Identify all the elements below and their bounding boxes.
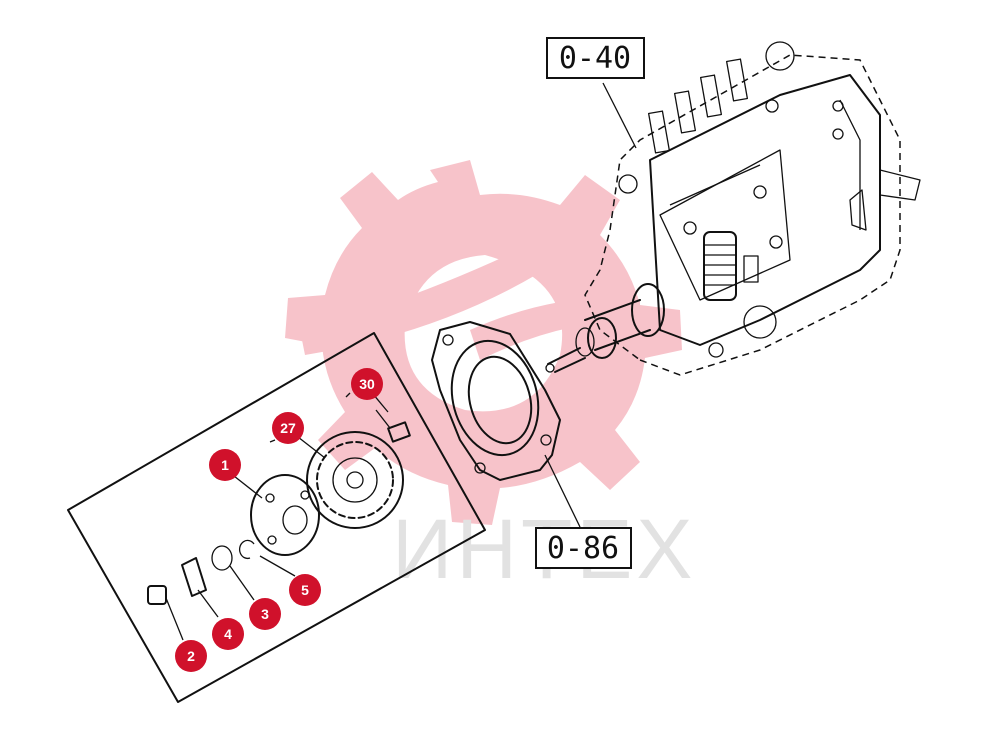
ref-label-0-86: 0-86	[535, 527, 632, 569]
bolt-30-drawing	[375, 409, 411, 443]
governor-spring	[703, 231, 759, 301]
watermark-swoosh	[300, 230, 575, 355]
callout-3[interactable]: 3	[249, 598, 281, 630]
callout-27-text: 27	[280, 420, 296, 436]
leader-lines	[165, 82, 637, 641]
watermark-swoosh-2	[470, 298, 640, 360]
ref-label-0-40-text: 0-40	[559, 41, 631, 76]
callout-3-text: 3	[261, 606, 269, 622]
watermark-gear-icon	[285, 160, 682, 525]
callout-1-text: 1	[221, 457, 229, 473]
hub-1-drawing	[250, 474, 320, 556]
callout-4-text: 4	[224, 626, 232, 642]
callout-5-text: 5	[301, 582, 309, 598]
gear-27-drawing	[306, 431, 404, 529]
callout-2-text: 2	[187, 648, 195, 664]
small-parts-drawing	[147, 539, 255, 605]
drive-flange-drawing	[431, 321, 561, 481]
pump-camshaft	[545, 283, 665, 373]
callout-5[interactable]: 5	[289, 574, 321, 606]
watermark-gear-logo: ИНТЕХ	[285, 160, 692, 596]
ref-label-0-40: 0-40	[546, 37, 645, 79]
callout-30-text: 30	[359, 376, 375, 392]
callout-1[interactable]: 1	[209, 449, 241, 481]
ref-label-0-86-text: 0-86	[547, 531, 619, 566]
callout-4[interactable]: 4	[212, 618, 244, 650]
delivery-valve-fittings	[647, 41, 795, 154]
injection-pump-drawing	[545, 41, 921, 376]
exploded-view-frame	[67, 332, 486, 703]
callout-2[interactable]: 2	[175, 640, 207, 672]
callout-27[interactable]: 27	[272, 412, 304, 444]
callout-30[interactable]: 30	[351, 368, 383, 400]
